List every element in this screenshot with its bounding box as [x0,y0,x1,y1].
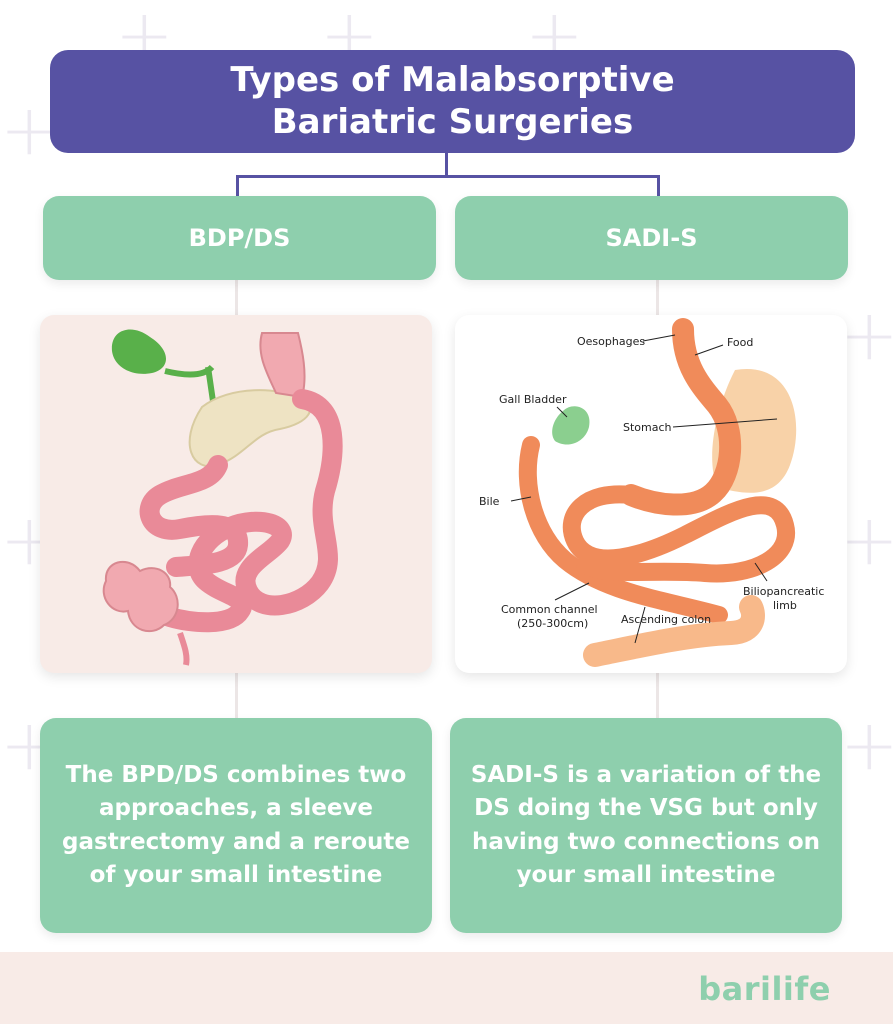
connector-horizontal [236,175,660,178]
title-line-1: Types of Malabsorptive [230,60,675,101]
bpd-ds-tag: BDP/DS [43,196,436,280]
background-plus-decoration: + [840,499,893,581]
label-stomach: Stomach [623,421,672,434]
label-oesophages: Oesophages [577,335,645,348]
biliopancreatic-limb [518,436,728,624]
bpd-ds-diagram [102,329,343,666]
label-bile: Bile [479,495,500,508]
oesophagus-sleeve [620,318,742,516]
label-biliopancreatic-line1: Biliopancreatic [743,585,824,598]
label-ascending-colon: Ascending colon [621,613,711,626]
connector-vertical-main [445,153,448,177]
sleeve-stomach [259,332,306,399]
gallbladder-shape [552,406,590,445]
sadi-s-tag: SADI-S [455,196,848,280]
common-channel [562,485,796,583]
colon-shape [102,561,179,633]
small-intestine [134,389,343,633]
sadi-s-description: SADI-S is a variation of the DS doing th… [450,718,842,933]
background-plus-decoration: + [840,704,893,786]
appendix [177,632,190,666]
bpd-ds-description: The BPD/DS combines two approaches, a sl… [40,718,432,933]
sadi-s-diagram: Oesophages Food Gall Bladder Stomach Bil… [479,318,824,667]
label-common-channel-line1: Common channel [501,603,598,616]
connector-faint-right-2 [656,673,659,719]
ascending-colon [583,595,765,667]
sadi-s-illustration: Oesophages Food Gall Bladder Stomach Bil… [455,315,847,673]
label-food: Food [727,336,753,349]
connector-faint-right-1 [656,280,659,316]
gallbladder-shape [111,329,166,374]
barilife-logo[interactable]: barilife [698,970,831,1008]
connector-faint-left-1 [235,280,238,316]
label-biliopancreatic-line2: limb [773,599,797,612]
small-intestine-loop [139,455,248,577]
background-plus-decoration: + [840,294,893,376]
connector-right-drop [657,175,660,197]
title-line-2: Bariatric Surgeries [271,101,634,142]
connector-left-drop [236,175,239,197]
label-gall-bladder: Gall Bladder [499,393,567,406]
footer: barilife [0,952,893,1024]
background-plus-decoration: + [0,89,59,171]
pancreas-shape [188,389,312,468]
label-common-channel-line2: (250-300cm) [517,617,588,630]
page-title: Types of Malabsorptive Bariatric Surgeri… [50,50,855,153]
connector-faint-left-2 [235,673,238,719]
bpd-ds-illustration [40,315,432,673]
